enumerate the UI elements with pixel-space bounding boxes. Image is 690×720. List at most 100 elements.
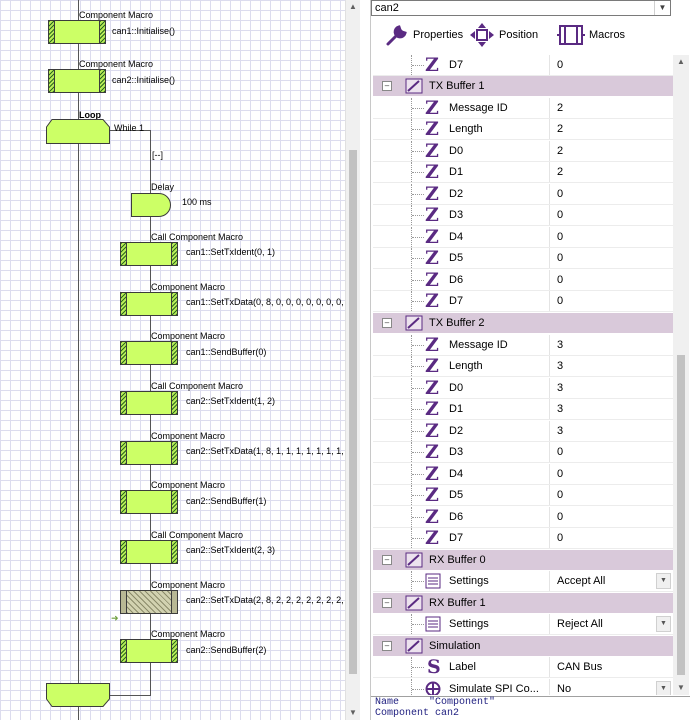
- property-row[interactable]: Z D5 0: [373, 248, 673, 269]
- loop-block[interactable]: [46, 119, 110, 144]
- property-value[interactable]: 0: [549, 485, 673, 505]
- collapse-icon[interactable]: –: [382, 555, 392, 565]
- property-value[interactable]: 0: [549, 442, 673, 462]
- move-icon: [470, 23, 494, 47]
- property-row[interactable]: Z D7 0: [373, 291, 673, 312]
- scroll-down-icon[interactable]: ▼: [677, 683, 685, 692]
- property-grid-scrollbar[interactable]: ▲ ▼: [673, 55, 689, 695]
- chevron-down-icon[interactable]: ▼: [656, 616, 671, 632]
- chevron-down-icon[interactable]: ▼: [656, 573, 671, 589]
- property-row[interactable]: Z D5 0: [373, 485, 673, 506]
- property-row[interactable]: Z D0 3: [373, 378, 673, 399]
- flow-item-text: can2::SetTxData(1, 8, 1, 1, 1, 1, 1, 1, …: [186, 446, 345, 456]
- property-value[interactable]: 3: [549, 399, 673, 419]
- property-value[interactable]: 2: [549, 98, 673, 118]
- property-row[interactable]: Simulate SPI Co... No ▼: [373, 679, 673, 695]
- flow-item-label: Component Macro: [151, 580, 226, 590]
- property-value[interactable]: Reject All: [549, 614, 673, 634]
- property-value[interactable]: 0: [549, 464, 673, 484]
- component-macro-block[interactable]: [120, 391, 178, 415]
- property-row[interactable]: Z D3 0: [373, 442, 673, 463]
- property-row[interactable]: Z Message ID 3: [373, 335, 673, 356]
- property-value[interactable]: Accept All: [549, 571, 673, 591]
- component-macro-block[interactable]: [120, 490, 178, 514]
- property-row[interactable]: Z D2 0: [373, 184, 673, 205]
- section-tx-buffer-2[interactable]: – TX Buffer 2: [373, 313, 673, 334]
- component-macro-block[interactable]: [120, 441, 178, 465]
- section-simulation[interactable]: – Simulation: [373, 636, 673, 657]
- property-value[interactable]: 0: [549, 291, 673, 311]
- scroll-thumb[interactable]: [677, 355, 685, 675]
- z-icon: Z: [425, 226, 439, 248]
- collapse-icon[interactable]: –: [382, 598, 392, 608]
- property-value[interactable]: CAN Bus: [549, 657, 673, 677]
- property-row[interactable]: Settings Reject All ▼: [373, 614, 673, 635]
- collapse-toggle[interactable]: [--]: [152, 150, 163, 160]
- delay-block[interactable]: [131, 193, 171, 217]
- scroll-up-icon[interactable]: ▲: [349, 2, 357, 11]
- chevron-down-icon[interactable]: ▼: [656, 681, 671, 695]
- chevron-down-icon[interactable]: ▼: [654, 1, 670, 15]
- property-value[interactable]: 0: [549, 55, 673, 75]
- component-macro-block[interactable]: [120, 292, 178, 316]
- scroll-thumb[interactable]: [349, 150, 357, 674]
- component-macro-block[interactable]: [120, 341, 178, 365]
- property-row[interactable]: Z D2 3: [373, 421, 673, 442]
- property-name: Label: [449, 661, 476, 673]
- section-tx-buffer-1[interactable]: – TX Buffer 1: [373, 76, 673, 97]
- property-row[interactable]: Z Length 2: [373, 119, 673, 140]
- property-value[interactable]: 0: [549, 528, 673, 548]
- property-row[interactable]: Z D4 0: [373, 227, 673, 248]
- property-value[interactable]: 2: [549, 141, 673, 161]
- scroll-down-icon[interactable]: ▼: [349, 708, 357, 717]
- property-value[interactable]: 3: [549, 378, 673, 398]
- property-row[interactable]: Z D6 0: [373, 507, 673, 528]
- tab-macros[interactable]: Macros: [557, 20, 625, 50]
- property-row[interactable]: Z D1 2: [373, 162, 673, 183]
- component-macro-block[interactable]: [120, 540, 178, 564]
- flow-item-label: Component Macro: [151, 331, 226, 341]
- component-selector[interactable]: can2 ▼: [371, 0, 671, 16]
- flowchart-canvas[interactable]: Component Macro can1::Initialise() Compo…: [0, 0, 345, 720]
- property-value[interactable]: 0: [549, 507, 673, 527]
- property-row[interactable]: Settings Accept All ▼: [373, 571, 673, 592]
- property-row[interactable]: Z Message ID 2: [373, 98, 673, 119]
- disabled-macro-block[interactable]: [120, 590, 178, 614]
- property-row[interactable]: Z D7 0: [373, 55, 673, 76]
- loop-end-block[interactable]: [46, 683, 110, 707]
- component-macro-block[interactable]: [120, 242, 178, 266]
- property-value[interactable]: 3: [549, 421, 673, 441]
- property-value[interactable]: 0: [549, 184, 673, 204]
- property-row[interactable]: Z D6 0: [373, 270, 673, 291]
- property-row[interactable]: S Label CAN Bus: [373, 657, 673, 678]
- z-icon: Z: [425, 441, 439, 463]
- collapse-icon[interactable]: –: [382, 641, 392, 651]
- property-row[interactable]: Z D7 0: [373, 528, 673, 549]
- property-row[interactable]: Z D1 3: [373, 399, 673, 420]
- property-value[interactable]: 0: [549, 270, 673, 290]
- property-value[interactable]: 2: [549, 162, 673, 182]
- tab-properties[interactable]: Properties: [385, 20, 463, 50]
- property-row[interactable]: Z D4 0: [373, 464, 673, 485]
- property-value[interactable]: 0: [549, 248, 673, 268]
- component-macro-block[interactable]: [120, 639, 178, 663]
- property-value[interactable]: 2: [549, 119, 673, 139]
- property-value[interactable]: 0: [549, 227, 673, 247]
- property-value[interactable]: No: [549, 679, 673, 695]
- property-row[interactable]: Z Length 3: [373, 356, 673, 377]
- section-rx-buffer-1[interactable]: – RX Buffer 1: [373, 593, 673, 614]
- component-macro-block[interactable]: [48, 20, 106, 44]
- scroll-up-icon[interactable]: ▲: [677, 57, 685, 66]
- tab-position[interactable]: Position: [469, 20, 538, 50]
- component-macro-block[interactable]: [48, 69, 106, 93]
- property-value[interactable]: 0: [549, 205, 673, 225]
- property-value[interactable]: 3: [549, 356, 673, 376]
- property-value[interactable]: 3: [549, 335, 673, 355]
- collapse-icon[interactable]: –: [382, 81, 392, 91]
- flowchart-vertical-scrollbar[interactable]: ▲ ▼: [345, 0, 360, 720]
- z-icon: Z: [425, 97, 439, 119]
- property-row[interactable]: Z D3 0: [373, 205, 673, 226]
- collapse-icon[interactable]: –: [382, 318, 392, 328]
- section-rx-buffer-0[interactable]: – RX Buffer 0: [373, 550, 673, 571]
- property-row[interactable]: Z D0 2: [373, 141, 673, 162]
